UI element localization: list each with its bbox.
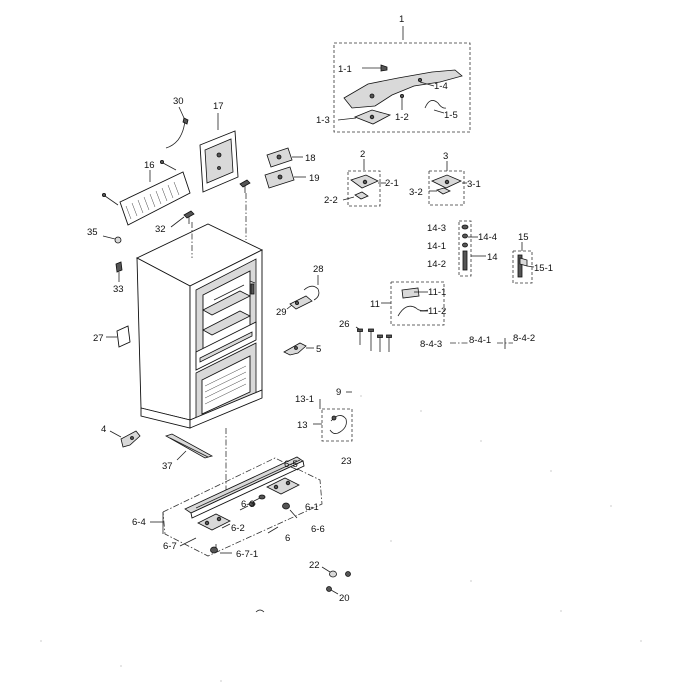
part-8-4-callouts: 8-4-3 8-4-1 8-4-2 bbox=[420, 333, 535, 350]
part-35-33-27: 35 33 27 bbox=[87, 227, 131, 348]
callout-13-1: 13-1 bbox=[295, 394, 314, 405]
callout-9: 9 bbox=[336, 387, 341, 398]
callout-6-7: 6-7 bbox=[163, 541, 177, 552]
part-26-screws: 26 bbox=[339, 319, 392, 352]
part-30-wire: 30 bbox=[165, 96, 189, 149]
callout-14-3: 14-3 bbox=[427, 223, 446, 234]
callout-8-4-1: 8-4-1 bbox=[469, 335, 491, 346]
part-28-29-5: 28 29 5 bbox=[276, 264, 324, 356]
callout-20: 20 bbox=[339, 593, 350, 604]
part-16-cover: 16 bbox=[102, 159, 191, 226]
callout-5: 5 bbox=[316, 344, 321, 355]
callout-8-4-2: 8-4-2 bbox=[513, 333, 535, 344]
callout-30: 30 bbox=[173, 96, 184, 107]
callout-2: 2 bbox=[360, 149, 365, 160]
callout-1: 1 bbox=[399, 14, 404, 25]
part-32-top-pins: 32 bbox=[155, 179, 251, 235]
part-22-20: 22 20 bbox=[255, 560, 351, 613]
cabinet-body bbox=[135, 193, 264, 500]
callout-15-1: 15-1 bbox=[534, 263, 553, 274]
part-3-hinge-assembly: 3 3-1 3-2 bbox=[409, 151, 481, 206]
callout-35: 35 bbox=[87, 227, 98, 238]
callout-6-2: 6-2 bbox=[231, 523, 245, 534]
part-1-top-hinge-group: 1 1-1 1-4 1-2 1-3 1-5 bbox=[316, 14, 471, 133]
callout-11: 11 bbox=[370, 299, 380, 310]
callout-33: 33 bbox=[113, 284, 124, 295]
callout-14-1: 14-1 bbox=[427, 241, 446, 252]
part-13-9-23: 9 13-1 13 23 bbox=[295, 387, 353, 467]
callout-6-1: 6-1 bbox=[305, 502, 319, 513]
callout-15: 15 bbox=[518, 232, 529, 243]
callout-37: 37 bbox=[162, 461, 173, 472]
callout-14: 14 bbox=[487, 252, 498, 263]
callout-6-5: 6-5 bbox=[284, 459, 298, 470]
callout-6-3: 6-3 bbox=[241, 499, 255, 510]
callout-6-4: 6-4 bbox=[132, 517, 146, 528]
callout-14-4: 14-4 bbox=[478, 232, 497, 243]
part-15-assembly: 15 15-1 bbox=[512, 232, 553, 284]
callout-32: 32 bbox=[155, 224, 166, 235]
callout-6-7-1: 6-7-1 bbox=[236, 549, 258, 560]
callout-8-4-3: 8-4-3 bbox=[420, 339, 442, 350]
callout-6: 6 bbox=[285, 533, 290, 544]
callout-19: 19 bbox=[309, 173, 320, 184]
callout-22: 22 bbox=[309, 560, 320, 571]
part-37-rail: 37 bbox=[162, 433, 214, 472]
part-14-stack: 14-3 14-4 14-1 14 14-2 bbox=[427, 220, 498, 277]
callout-1-4: 1-4 bbox=[434, 81, 448, 92]
callout-17: 17 bbox=[213, 101, 224, 112]
scan-noise bbox=[40, 395, 642, 682]
callout-6-6: 6-6 bbox=[311, 524, 325, 535]
callout-26: 26 bbox=[339, 319, 350, 330]
callout-16: 16 bbox=[144, 160, 155, 171]
callout-3-1: 3-1 bbox=[467, 179, 481, 190]
part-2-hinge-assembly: 2 2-1 2-2 bbox=[324, 149, 399, 207]
callout-3-2: 3-2 bbox=[409, 187, 423, 198]
part-6-base-assembly: 6-5 6-1 6-3 6-2 6-6 6-4 6 6-7 6-7-1 bbox=[132, 456, 325, 560]
callout-28: 28 bbox=[313, 264, 324, 275]
callout-14-2: 14-2 bbox=[427, 259, 446, 270]
callout-2-1: 2-1 bbox=[385, 178, 399, 189]
callout-2-2: 2-2 bbox=[324, 195, 338, 206]
part-18-19-boards: 18 19 bbox=[264, 147, 320, 189]
callout-11-1: 11-1 bbox=[428, 287, 446, 298]
callout-1-1: 1-1 bbox=[338, 64, 352, 75]
part-11-assembly: 11 11-1 11-2 bbox=[370, 281, 446, 326]
callout-1-3: 1-3 bbox=[316, 115, 330, 126]
callout-4: 4 bbox=[101, 424, 106, 435]
callout-1-5: 1-5 bbox=[444, 110, 458, 121]
callout-23: 23 bbox=[341, 456, 352, 467]
callout-13: 13 bbox=[297, 420, 308, 431]
part-4: 4 bbox=[101, 424, 141, 448]
callout-18: 18 bbox=[305, 153, 316, 164]
callout-27: 27 bbox=[93, 333, 104, 344]
callout-1-2: 1-2 bbox=[395, 112, 409, 123]
callout-29: 29 bbox=[276, 307, 287, 318]
callout-3: 3 bbox=[443, 151, 448, 162]
callout-11-2: 11-2 bbox=[428, 306, 446, 317]
part-17-panel: 17 bbox=[199, 101, 239, 193]
